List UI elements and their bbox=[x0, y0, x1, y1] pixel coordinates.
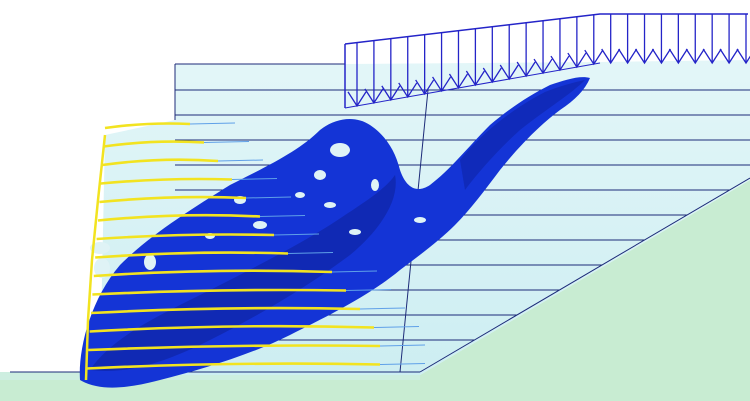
load-arrow-head bbox=[668, 48, 688, 65]
reinforcement-layer bbox=[102, 158, 219, 167]
reinforcement-tail bbox=[273, 233, 320, 236]
reinforcement-tail bbox=[231, 178, 278, 180]
load-arrow-head bbox=[364, 88, 384, 105]
reinforcement-layer bbox=[104, 122, 191, 130]
reinforcement-layers bbox=[84, 122, 426, 381]
reinforcement-layer bbox=[90, 306, 361, 315]
load-arrow-head bbox=[567, 52, 587, 69]
load-arrow-head bbox=[584, 49, 604, 66]
load-arrow-head bbox=[482, 67, 502, 84]
load-arrow-head bbox=[381, 85, 401, 102]
wall-facing bbox=[84, 134, 107, 381]
load-envelope bbox=[344, 13, 748, 45]
reinforcement-layer bbox=[103, 140, 205, 148]
load-arrow-head bbox=[601, 48, 621, 65]
reinforcement-layer bbox=[99, 195, 247, 204]
reinforcement-tail bbox=[245, 196, 292, 199]
load-arrow-head bbox=[651, 48, 671, 65]
reinforcement-tail bbox=[379, 363, 426, 365]
load-arrow-head bbox=[448, 73, 469, 90]
reinforcement-tail bbox=[331, 270, 378, 273]
reinforcement-layer bbox=[88, 344, 381, 352]
reinforcement-tail bbox=[379, 344, 426, 347]
failure-zone-shadow bbox=[90, 175, 396, 371]
reinforcement-layer bbox=[95, 251, 289, 259]
reinforcement-layer bbox=[96, 233, 275, 241]
reinforcement-tail bbox=[345, 289, 392, 291]
reinforcement-layer bbox=[100, 177, 233, 185]
mesh-line bbox=[419, 177, 750, 373]
reinforcement-tail bbox=[217, 159, 264, 162]
reinforcement-tail bbox=[203, 141, 250, 143]
load-arrow-head bbox=[499, 64, 519, 81]
reinforcement-tail bbox=[359, 307, 406, 310]
reinforcement-layer bbox=[92, 288, 347, 296]
reinforcement-tail bbox=[287, 252, 334, 254]
load-arrow-head bbox=[516, 61, 536, 78]
load-arrow-head bbox=[533, 58, 553, 75]
load-arrow-head bbox=[415, 79, 435, 96]
load-arrow-head bbox=[432, 76, 452, 93]
reinforcement-layer bbox=[89, 324, 375, 333]
load-arrow-head bbox=[634, 48, 655, 65]
load-base bbox=[344, 62, 601, 109]
reinforcement-tail bbox=[189, 122, 236, 125]
load-arrow-head bbox=[465, 70, 485, 87]
reinforcement-layer bbox=[93, 269, 333, 278]
failure-zone-band bbox=[460, 80, 585, 190]
load-arrow-head bbox=[398, 82, 418, 99]
reinforcement-tail bbox=[259, 215, 306, 217]
load-arrow-head bbox=[347, 91, 367, 108]
surcharge-load bbox=[344, 13, 750, 109]
foundation-soil bbox=[0, 180, 750, 401]
load-arrow-head bbox=[702, 48, 722, 65]
reinforcement-tail bbox=[373, 326, 420, 328]
reinforcement-layer bbox=[86, 362, 381, 370]
load-arrow-head bbox=[719, 48, 739, 65]
load-arrow-head bbox=[685, 48, 705, 65]
load-arrow-head bbox=[550, 55, 570, 72]
load-arrow-head bbox=[736, 48, 750, 65]
load-arrow-head bbox=[618, 48, 638, 65]
reinforcement-layer bbox=[97, 213, 261, 222]
